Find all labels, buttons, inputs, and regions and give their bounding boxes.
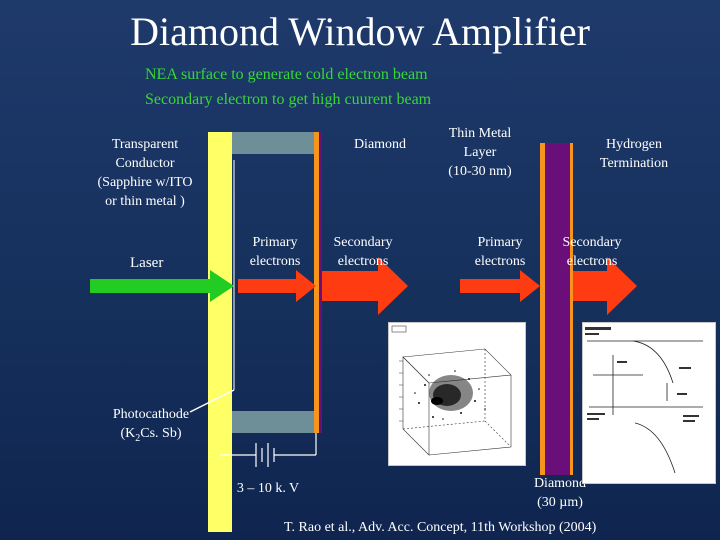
thin-metal-line-1: Thin Metal [448,126,512,141]
primary-electrons-label-left: Primary electrons [238,233,312,271]
gap-plate-top [232,132,314,154]
subtitle-line-2: Secondary electron to get high cuurent b… [145,91,432,108]
diamond-thickness-label: Diamond (30 µm) [520,474,600,512]
band-diagram-inset [582,322,716,484]
primary-left-line-1: Primary [252,235,298,250]
primary-right-line-2: electrons [474,254,526,269]
secondary-electrons-arrow-right [573,257,637,315]
subtitle-line-1: NEA surface to generate cold electron be… [145,66,428,83]
thin-metal-layer [540,143,545,475]
primary-left-line-2: electrons [249,254,301,269]
voltage-source [220,433,317,467]
hydrogen-line-1: Hydrogen [606,137,662,152]
hydrogen-line-2: Termination [599,156,669,171]
secondary-electrons-label-right: Secondary electrons [550,233,634,271]
secondary-left-line-1: Secondary [333,235,393,250]
electron-cloud-points [414,370,486,420]
metal-layer-left [314,132,319,433]
photocathode-formula-k: (K [120,426,136,441]
primary-electrons-arrow-right [460,270,540,302]
transparent-conductor-line-2: Conductor [115,156,175,171]
photocathode-formula-rest: Cs. Sb) [140,426,182,441]
laser-label: Laser [130,255,164,271]
diamond-window-left [319,132,322,433]
hydrogen-termination-layer [570,143,573,475]
secondary-left-line-2: electrons [337,254,389,269]
diamond-slab [545,143,570,475]
electron-cloud-plot-inset [388,322,526,466]
photocathode-label: Photocathode (K2Cs. Sb) [96,405,206,448]
citation: T. Rao et al., Adv. Acc. Concept, 11th W… [284,520,597,535]
diamond-top-label: Diamond [353,137,407,152]
gap-plate-bottom [232,411,314,433]
voltage-label: 3 – 10 k. V [236,481,300,496]
diamond-bottom-line-2: (30 µm) [537,495,583,510]
thin-metal-line-2: Layer [463,145,497,160]
photocathode-window [208,132,232,532]
slide-title: Diamond Window Amplifier [130,9,590,54]
primary-right-line-1: Primary [477,235,523,250]
secondary-electrons-arrow-left [322,257,408,315]
photocathode-line-2: (K2Cs. Sb) [96,424,206,448]
transparent-conductor-line-1: Transparent [111,137,179,152]
laser-arrow [90,270,234,302]
transparent-conductor-line-3: (Sapphire w/ITO [97,175,193,190]
primary-electrons-arrow-left [238,270,316,302]
secondary-electrons-label-left: Secondary electrons [322,233,404,271]
electron-cloud-plot [391,325,512,456]
hydrogen-termination-label: Hydrogen Termination [586,135,682,173]
photocathode-pointer [189,389,235,413]
secondary-right-line-2: electrons [566,254,618,269]
band-diagram [585,327,703,474]
photocathode-line-1: Photocathode [112,407,190,422]
transparent-conductor-label: Transparent Conductor (Sapphire w/ITO or… [86,135,204,211]
photocathode-formula-subscript: 2 [135,432,141,444]
thin-metal-layer-label: Thin Metal Layer (10-30 nm) [430,124,530,181]
primary-electrons-label-right: Primary electrons [460,233,540,271]
transparent-conductor-line-4: or thin metal ) [105,194,185,209]
diamond-bottom-line-1: Diamond [533,476,587,491]
thin-metal-line-3: (10-30 nm) [448,164,512,179]
secondary-right-line-1: Secondary [562,235,622,250]
